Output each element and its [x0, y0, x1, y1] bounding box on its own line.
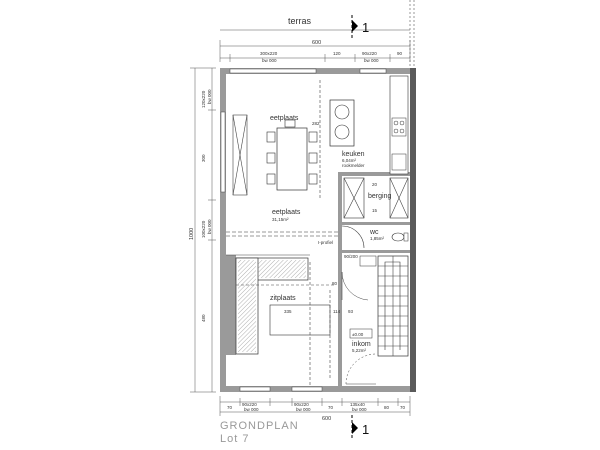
top-dimensions: 600 300x220 bw 000 120 90x220 bw 000 90 [219, 40, 411, 63]
room-zitplaats: zitplaats [270, 295, 296, 302]
staircase [359, 255, 409, 357]
dim-80: 80 [332, 281, 338, 286]
outer-walls [220, 68, 416, 392]
room-wc-area: 1,85m² [370, 236, 385, 241]
dining-table [266, 119, 318, 191]
room-eetplaats: eetplaats [272, 209, 301, 216]
room-inkom: inkom [352, 341, 371, 348]
dim-bottom-a: 70 [227, 405, 233, 410]
dim-282: 282 [312, 121, 320, 126]
dim-left-d3: 100x220 [201, 220, 206, 238]
dim-bottom-g: 70 [400, 405, 406, 410]
drawing-subtitle: Lot 7 [220, 433, 249, 445]
storage-cabinets: 20 15 [343, 177, 409, 219]
dim-left-d4: 480 [201, 314, 206, 322]
room-eetplaats-area: 31,15m² [272, 217, 289, 222]
dim-bottom-e: 135x40 [350, 402, 365, 407]
dim-left-d3-sub: bw 000 [207, 219, 212, 234]
side-cabinet [232, 114, 248, 196]
dim-bottom-c-sub: bw 000 [296, 407, 311, 412]
drawing-title: GRONDPLAN [220, 420, 299, 432]
dim-left-overall: 1000 [189, 228, 195, 240]
room-inkom-area: 5,22m² [352, 348, 367, 353]
dim-left-d1: 120x220 [201, 90, 206, 108]
dim-top-win1: 300x220 [260, 51, 278, 56]
room-keuken-area: 6,04m² [342, 158, 357, 163]
dim-left-d1-sub: bw 000 [207, 89, 212, 104]
kitchen-note: rookmelder [342, 163, 365, 168]
terrace-label: terras [288, 16, 312, 26]
dim-left-d2: 300 [201, 154, 206, 162]
room-labels: eetplaats eetplaats 31,15m² zitplaats ke… [270, 115, 391, 353]
dim-bottom-d: 70 [328, 405, 334, 410]
section-mark-top: 1 [362, 20, 369, 35]
kitchen-counters: 282 [312, 75, 409, 200]
dim-20: 20 [372, 182, 378, 187]
section-mark-bottom: 1 [362, 422, 369, 437]
section-mark-bottom-group: 1 [351, 415, 369, 440]
dim-bottom-b-sub: bw 000 [244, 407, 259, 412]
dim-top-win2-sub: bw 000 [364, 58, 379, 63]
dim-top-win1-sub: bw 000 [262, 58, 277, 63]
dim-114: 114 [333, 309, 341, 314]
dim-door-wc: 90/200 [344, 254, 358, 259]
dim-bottom-c: 90x220 [294, 402, 309, 407]
dim-93: 93 [348, 309, 354, 314]
dim-top-win2: 90x220 [362, 51, 377, 56]
bottom-dimensions: 70 90x220 bw 000 90x220 bw 000 70 135x40… [219, 396, 411, 422]
dim-bottom-b: 90x220 [242, 402, 257, 407]
interior-walls [226, 172, 410, 386]
wc-fixtures [341, 225, 409, 249]
dim-bottom-overall: 600 [322, 416, 331, 422]
left-dimensions: 1000 120x220 bw 000 300 100x220 bw 000 4… [189, 67, 216, 393]
terrace-area: terras 1 [220, 0, 415, 70]
room-berging: berging [368, 193, 391, 200]
dim-top-end: 90 [397, 51, 403, 56]
sofa: 335 [235, 257, 335, 385]
dim-top-mid: 120 [333, 51, 341, 56]
dim-bottom-f: 80 [384, 405, 390, 410]
title-block: GRONDPLAN Lot 7 [220, 420, 299, 445]
level-marker: ±0.00 [352, 332, 364, 337]
room-keuken: keuken [342, 151, 365, 158]
entry-door [341, 271, 377, 385]
dim-15: 15 [372, 208, 378, 213]
room-wc: wc [369, 229, 379, 236]
room-eetplaats-top: eetplaats [270, 115, 299, 122]
dim-335: 335 [284, 309, 292, 314]
dim-bottom-e-sub: bw 000 [352, 407, 367, 412]
steel-beam: I-profiel [226, 231, 338, 245]
dim-top-overall: 600 [312, 40, 321, 46]
profile-label: I-profiel [318, 240, 333, 245]
